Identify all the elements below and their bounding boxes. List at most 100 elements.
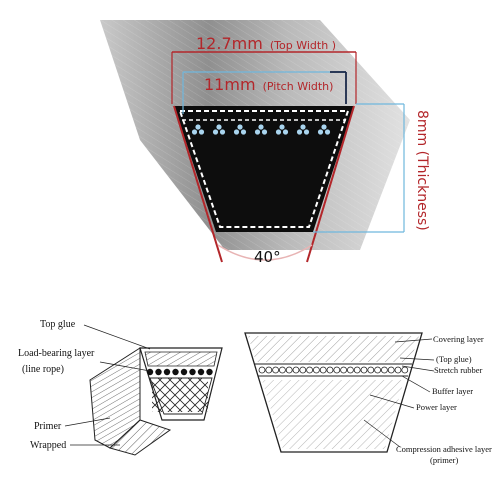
right-cord-18 [380,366,388,374]
leader-covering [394,338,433,343]
right-cord-19 [387,366,395,374]
left-cord-7 [206,368,213,376]
right-cord-4 [285,366,293,374]
label-primer-r: (primer) [430,455,458,465]
label-covering-layer: Covering layer [433,334,484,344]
pitch-width-desc: (Pitch Width) [263,80,334,93]
pitch-width-value: 11mm [204,75,256,94]
belt-section-dashed-outline [178,110,350,228]
right-cord-row [258,366,409,374]
right-cord-2 [272,366,280,374]
belt-photo-group [100,20,410,250]
right-cord-0 [258,366,266,374]
top-width-dimension: 12.7mm (Top Width ) [171,34,357,104]
tension-cord-0-0 [195,124,201,130]
tension-cords [191,124,331,135]
angle-line-right [306,105,355,263]
tension-cord-2-1 [233,129,240,135]
thickness-label: 8mm (Thickness) [414,110,430,231]
left-cord-6 [197,368,205,376]
right-cord-8 [312,366,320,374]
right-cord-6 [299,366,307,374]
tension-cord-1-1 [212,129,219,135]
left-cord-0 [146,368,154,376]
right-cord-11 [333,366,341,374]
leader-power [369,394,415,409]
tension-cord-4-2 [282,129,289,135]
top-width-label: 12.7mm (Top Width ) [196,34,336,53]
label-top-glue: Top glue [40,319,76,330]
right-cord-16 [367,366,375,374]
tension-cord-3-1 [254,129,261,135]
right-cord-7 [306,366,314,374]
tension-cord-5-0 [300,124,306,130]
belt-bottom-body [109,419,172,456]
tension-cord-6-2 [324,129,331,135]
label-stretch-rubber: Stretch rubber [434,365,483,375]
tension-cord-5-1 [296,129,303,135]
leader-buffer [401,375,431,393]
top-width-desc: (Top Width ) [270,39,336,52]
tension-cord-3-0 [258,124,264,130]
label-load-bearing: Load-bearing layer [18,348,95,359]
thickness-dimension: 8mm (Thickness) [313,103,430,233]
tension-cord-1-0 [216,124,222,130]
right-cord-10 [326,366,334,374]
left-cord-3 [172,368,179,376]
left-cord-4 [180,368,188,376]
right-cord-3 [278,366,286,374]
leader-top-glue-r [399,357,435,361]
label-buffer-layer: Buffer layer [432,386,473,396]
tension-cord-0-1 [191,129,198,135]
label-compression-layer: Compression adhesive layer [396,444,492,454]
belt-section-crosshatch [152,378,208,412]
pitch-width-label: 11mm (Pitch Width) [204,75,333,94]
leader-compression [363,419,401,448]
tension-cord-4-0 [279,124,285,130]
tension-cord-4-1 [275,129,282,135]
leader-top-glue [83,324,151,350]
tension-cord-6-0 [321,124,327,130]
pitch-width-dimension: 11mm (Pitch Width) [182,71,347,114]
right-cord-21 [401,366,409,374]
tension-cord-0-2 [198,129,205,135]
right-cord-15 [360,366,368,374]
leader-stretch [401,365,435,372]
left-cord-2 [163,368,171,376]
top-width-value: 12.7mm [196,34,263,53]
right-cord-1 [265,366,273,374]
label-line-rope: (line rope) [22,364,64,375]
left-cord-5 [189,368,196,376]
right-cord-20 [394,366,402,374]
right-cord-17 [374,366,382,374]
tension-cord-1-2 [219,129,226,135]
tension-cord-3-2 [261,129,268,135]
angle-label: 40° [254,248,281,266]
left-cord-1 [155,368,162,376]
belt-cross-section [174,106,354,232]
label-top-glue-r: (Top glue) [436,354,472,364]
angle-lines: 40° [173,105,355,266]
right-cord-12 [340,366,348,374]
leader-load-bearing [99,361,151,372]
right-cord-5 [292,366,300,374]
angle-arc [217,244,313,261]
tension-cord-6-1 [317,129,324,135]
compression-region [262,380,404,449]
covering-layer-region [248,336,419,362]
tension-cord-5-2 [303,129,310,135]
leader-primer [64,417,111,427]
right-section-diagram: Covering layer (Top glue) Stretch rubber… [244,332,492,465]
tension-cord-2-2 [240,129,247,135]
label-primer: Primer [34,421,62,432]
left-cutaway-diagram: Top glue Load-bearing layer (line rope) … [18,319,223,456]
label-power-layer: Power layer [416,402,457,412]
belt-section-inner-bottom [149,377,213,415]
right-cord-9 [319,366,327,374]
right-cord-13 [346,366,354,374]
right-cord-14 [353,366,361,374]
angle-line-left [173,105,223,263]
tension-cord-2-0 [237,124,243,130]
belt-section-inner-top [144,351,218,367]
label-wrapped: Wrapped [30,440,66,451]
